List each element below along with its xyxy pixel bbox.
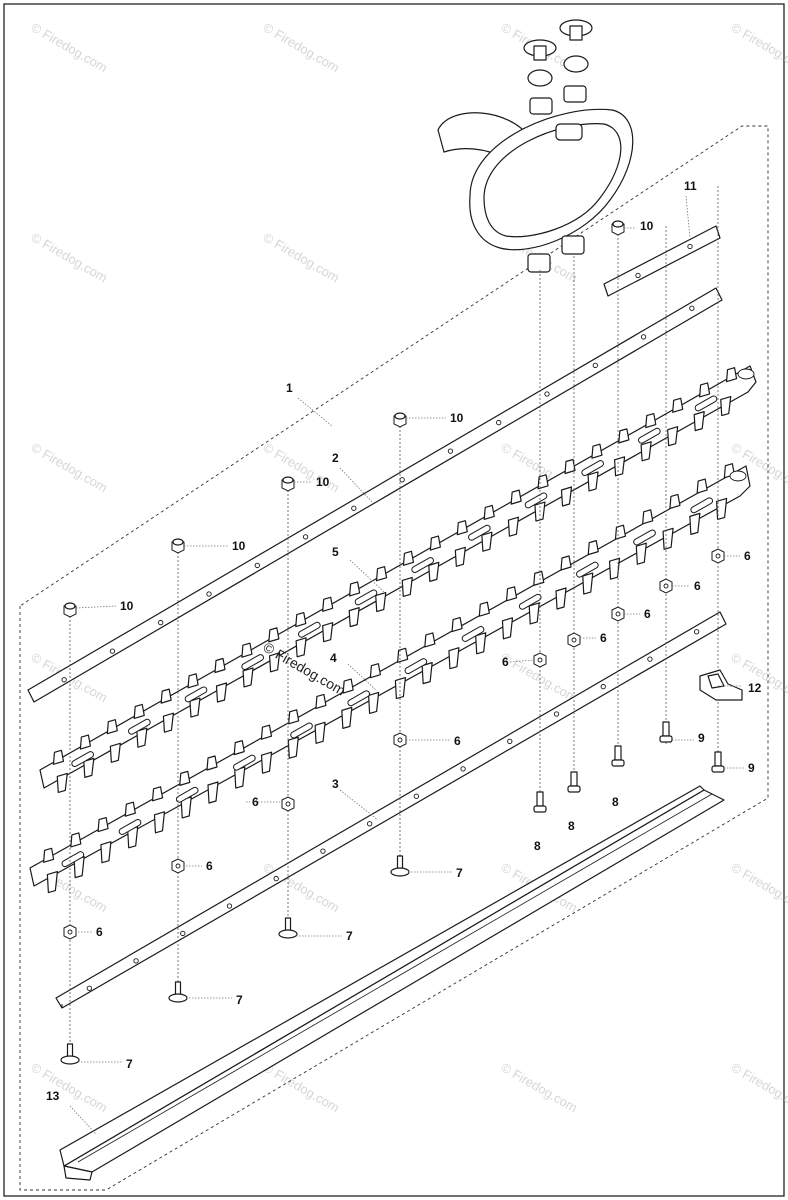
watermark-text: © Firedog.com <box>261 20 343 76</box>
blade-guard <box>59 785 725 1181</box>
lock-nut <box>611 220 625 236</box>
bolt <box>533 791 547 813</box>
callout-c6g: 6 <box>644 607 651 621</box>
callout-c6a: 6 <box>96 925 103 939</box>
hex-nut <box>171 858 185 874</box>
callout-c5: 5 <box>332 545 339 559</box>
diagram-border <box>3 3 785 1197</box>
watermark-text: © Firedog.com <box>729 860 788 916</box>
small-plate <box>603 225 721 297</box>
callout-c10b: 10 <box>232 539 246 553</box>
callout-c6d: 6 <box>454 734 461 748</box>
callout-c10d: 10 <box>450 411 464 425</box>
lock-nut <box>281 476 295 492</box>
callout-c6h: 6 <box>694 579 701 593</box>
callout-labels: 1234566666666667777888991010101010111213 <box>46 179 762 1103</box>
callout-c1: 1 <box>286 381 293 395</box>
watermark-text: © Firedog.com <box>29 20 111 76</box>
flange-bolt <box>390 855 410 877</box>
leader-lines <box>69 195 742 1135</box>
callout-c8b: 8 <box>568 819 575 833</box>
housing-fasteners <box>523 19 593 273</box>
upper-blade-teeth <box>52 367 738 794</box>
watermark-text: © Firedog.com <box>29 230 111 286</box>
clip-part <box>699 669 743 701</box>
callout-c6f: 6 <box>600 631 607 645</box>
bolt <box>567 771 581 793</box>
callout-c7a: 7 <box>126 1057 133 1071</box>
callout-c4: 4 <box>330 651 337 665</box>
hex-nut <box>63 924 77 940</box>
callout-c10c: 10 <box>316 475 330 489</box>
callout-c10e: 10 <box>640 219 654 233</box>
lock-nut <box>63 602 77 618</box>
assembly-outline <box>19 125 769 1191</box>
hex-nut <box>281 796 295 812</box>
watermark-text: © Firedog.com <box>729 20 788 76</box>
bolt <box>711 751 725 773</box>
callout-c6b: 6 <box>206 859 213 873</box>
callout-c3: 3 <box>332 777 339 791</box>
callout-c7b: 7 <box>236 993 243 1007</box>
watermark-text: © Firedog.com <box>261 440 343 496</box>
callout-c9a: 9 <box>698 731 705 745</box>
lock-nut <box>393 412 407 428</box>
upper-blade-slots <box>71 395 718 768</box>
gear-housing <box>437 108 634 251</box>
cutter-blade-upper <box>39 365 757 794</box>
watermark-text: © Firedog.com <box>499 1060 581 1116</box>
watermark-text: © Firedog.com <box>29 1060 111 1116</box>
lower-blade-teeth <box>43 463 735 894</box>
lock-nut <box>171 538 185 554</box>
hex-nut <box>393 732 407 748</box>
hex-nut <box>711 548 725 564</box>
callout-c6e: 6 <box>502 655 509 669</box>
callout-c8a: 8 <box>534 839 541 853</box>
watermark-text: © Firedog.com <box>261 1060 343 1116</box>
bolt <box>659 721 673 743</box>
watermark-text: © Firedog.com <box>29 440 111 496</box>
callout-c7c: 7 <box>346 929 353 943</box>
front-plate <box>55 611 727 1009</box>
cutter-blade-lower <box>29 463 751 894</box>
lower-blade-slots <box>61 497 714 868</box>
watermark-text: © Firedog.com <box>261 230 343 286</box>
hex-nut <box>659 578 673 594</box>
flange-bolt <box>278 917 298 939</box>
callout-c13: 13 <box>46 1089 60 1103</box>
assembly-axes <box>69 186 719 1062</box>
callout-c2: 2 <box>332 451 339 465</box>
hex-nut <box>533 652 547 668</box>
callout-c7d: 7 <box>456 866 463 880</box>
fastener-layer <box>60 220 725 1065</box>
watermark-text: © Firedog.com <box>729 1060 788 1116</box>
plate-holes <box>61 243 700 991</box>
callout-c8c: 8 <box>612 795 619 809</box>
hex-nut <box>567 632 581 648</box>
flange-bolt <box>168 981 188 1003</box>
bolt <box>611 745 625 767</box>
callout-c6i: 6 <box>744 549 751 563</box>
hex-nut <box>611 606 625 622</box>
flange-bolt <box>60 1043 80 1065</box>
callout-c11: 11 <box>684 179 697 193</box>
callout-c9b: 9 <box>748 761 755 775</box>
callout-c12: 12 <box>748 681 762 695</box>
callout-c10a: 10 <box>120 599 134 613</box>
top-plate <box>27 287 723 703</box>
